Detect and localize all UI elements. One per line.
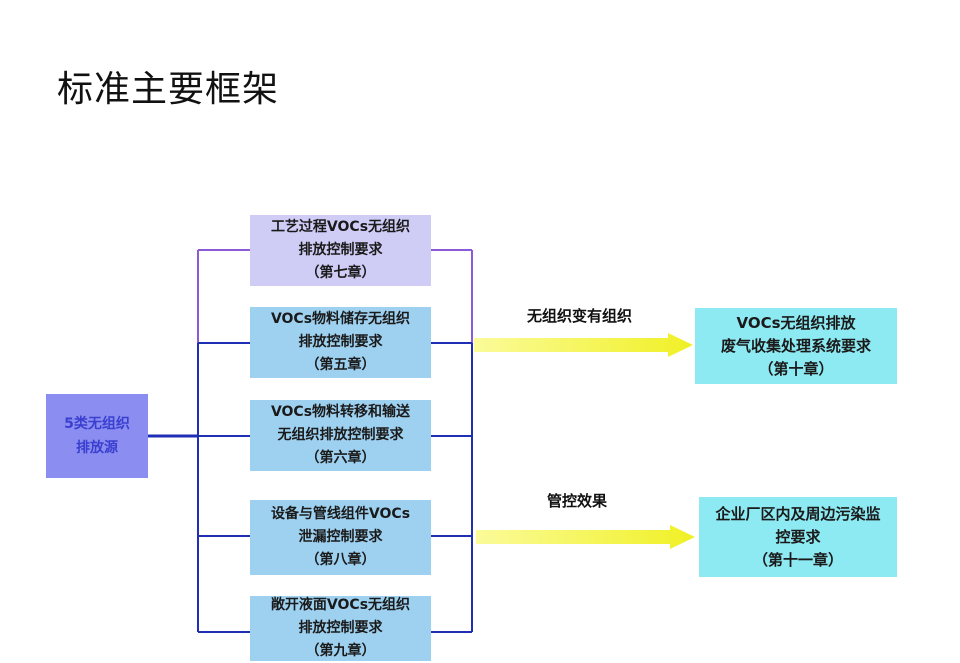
chapter-line: 排放控制要求 <box>298 334 383 350</box>
chapter-line: 工艺过程VOCs无组织 <box>270 219 411 235</box>
chapter-line: 排放控制要求 <box>298 242 383 258</box>
chapter-line: 敞开液面VOCs无组织 <box>270 597 411 613</box>
result-line: （第十章） <box>758 359 834 378</box>
chapter-line: （第六章） <box>305 450 376 466</box>
chapter-line: 泄漏控制要求 <box>298 529 383 545</box>
result-line: （第十一章） <box>752 550 843 569</box>
chapter-line: 无组织排放控制要求 <box>277 427 404 443</box>
source-line-2: 排放源 <box>76 440 118 456</box>
chapter-line: （第五章） <box>305 357 376 373</box>
result-line: 废气收集处理系统要求 <box>720 336 871 355</box>
arrow-lower <box>476 525 695 549</box>
result-line: VOCs无组织排放 <box>736 313 856 332</box>
chapter-box-8: 设备与管线组件VOCs 泄漏控制要求 （第八章） <box>250 500 431 575</box>
chapter-box-7: 工艺过程VOCs无组织 排放控制要求 （第七章） <box>250 215 431 286</box>
chapter-line: （第八章） <box>305 552 376 568</box>
chapter-line: 排放控制要求 <box>298 620 383 636</box>
chapter-line: VOCs物料储存无组织 <box>270 311 411 327</box>
chapter-line: 设备与管线组件VOCs <box>270 506 411 522</box>
chapter-line: （第七章） <box>305 265 376 281</box>
page-title: 标准主要框架 <box>57 69 280 110</box>
chapter-box-6: VOCs物料转移和输送 无组织排放控制要求 （第六章） <box>250 400 431 471</box>
source-box: 5类无组织 排放源 <box>46 394 148 478</box>
arrow-upper <box>474 333 693 357</box>
result-line: 控要求 <box>775 527 821 546</box>
arrow-label-lower: 管控效果 <box>547 492 608 510</box>
result-box-11: 企业厂区内及周边污染监 控要求 （第十一章） <box>699 497 897 577</box>
chapter-line: VOCs物料转移和输送 <box>270 404 411 420</box>
chapter-line: （第九章） <box>305 643 376 659</box>
arrow-label-upper: 无组织变有组织 <box>527 307 633 325</box>
source-line-1: 5类无组织 <box>64 416 130 432</box>
result-box-10: VOCs无组织排放 废气收集处理系统要求 （第十章） <box>695 308 897 384</box>
chapter-box-5: VOCs物料储存无组织 排放控制要求 （第五章） <box>250 307 431 378</box>
chapter-box-9: 敞开液面VOCs无组织 排放控制要求 （第九章） <box>250 596 431 661</box>
result-line: 企业厂区内及周边污染监 <box>715 504 881 523</box>
